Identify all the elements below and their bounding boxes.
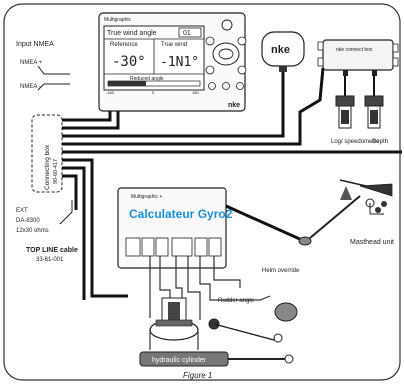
- display-bar-mid: 0: [152, 90, 155, 95]
- hydraulic-cylinder: hydraulic cylinder: [139, 351, 294, 367]
- display-bar-min: -180: [106, 90, 115, 95]
- depth-transducer-icon: [364, 76, 384, 129]
- display-right-label: True wind: [161, 42, 187, 48]
- figure-caption: Figure 1: [183, 371, 212, 380]
- topline-cable-label: TOP LINE cable: [26, 247, 78, 254]
- connecting-box-label: Connecting box: [44, 144, 51, 190]
- display-mode: True wind angle: [107, 30, 157, 37]
- helm-label: Helm override: [262, 268, 300, 274]
- display-left-label: Reference: [110, 42, 138, 48]
- nmea-minus-label: NMEA -: [20, 84, 41, 90]
- power-label-b: DA-8300: [16, 218, 40, 224]
- bus-wires: [62, 67, 402, 300]
- nke-logo: nke: [271, 44, 290, 56]
- calculator-small-label: Multigraphic +: [131, 194, 162, 200]
- key-top-icon: [221, 19, 233, 31]
- connecting-box-ref: 90-60-417: [53, 159, 59, 184]
- calculator-title: Calculateur Gyro2: [129, 207, 233, 221]
- log-speed-label: Log/ speedometre: [331, 139, 380, 145]
- power-label-c: 12x30 ohms: [16, 228, 49, 234]
- masthead-unit-icon: [309, 179, 393, 239]
- nke-interface: nke: [261, 31, 305, 72]
- topline-cable-ref: 33-61-001: [36, 257, 64, 263]
- display-right-value: -1N1°: [160, 55, 199, 70]
- display-left-value: -30°: [112, 54, 146, 70]
- outer-frame: [3, 3, 401, 381]
- masthead-label: Masthead unit: [350, 239, 394, 246]
- masthead-cable: [225, 204, 303, 242]
- helm-override: Helm override: [262, 268, 300, 322]
- log-transducer-icon: [335, 76, 355, 129]
- depth-label: Depth: [372, 139, 388, 145]
- display-bar-fill: [108, 81, 146, 86]
- display-bar-label: Reduced angle: [130, 76, 164, 82]
- display-unit: Multigraphic True wind angle 01 Referenc…: [98, 12, 247, 112]
- pump-motor-icon: [149, 297, 199, 350]
- display-bar-max: 180: [192, 90, 199, 95]
- calculator-unit: Multigraphic + Calculateur Gyro2: [117, 187, 233, 269]
- rudder-angle-sensor: Rudder angle: [208, 298, 283, 343]
- junction-box: nke connect box: [317, 39, 399, 76]
- nmea-plus-label: NMEA +: [20, 60, 43, 66]
- hydraulic-label: hydraulic cylinder: [152, 357, 207, 364]
- junction-box-label: nke connect box: [336, 47, 373, 53]
- connecting-box: Connecting box 90-60-417: [31, 114, 63, 193]
- display-header: Multigraphic: [104, 17, 131, 23]
- power-label-a: EXT: [16, 208, 28, 214]
- input-nmea-label: Input NMEA: [16, 41, 54, 48]
- display-nke-logo: nke: [228, 102, 240, 109]
- rudder-angle-label: Rudder angle: [218, 298, 255, 304]
- masthead-connector-icon: [298, 236, 312, 246]
- display-mode-code: 01: [183, 30, 191, 37]
- control-wires: [149, 256, 271, 320]
